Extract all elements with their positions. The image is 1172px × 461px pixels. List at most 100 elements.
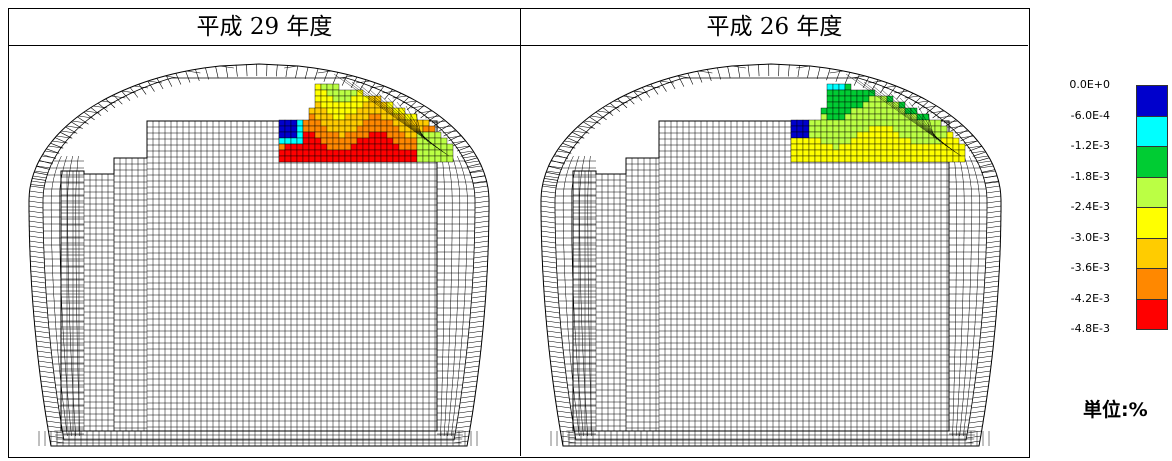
contour-cell [308, 155, 316, 163]
contour-cell [302, 143, 310, 151]
legend-color-swatch [1136, 115, 1168, 147]
contour-cell [790, 143, 798, 151]
contour-cell [850, 149, 858, 157]
contour-cell [820, 143, 828, 151]
contour-cell [356, 113, 364, 121]
contour-cell [796, 137, 804, 145]
contour-cell [308, 131, 316, 139]
contour-cell [320, 83, 328, 91]
contour-cell [416, 137, 424, 145]
contour-cell [832, 95, 840, 103]
contour-region [790, 73, 966, 163]
contour-cell [850, 155, 858, 163]
contour-cell [404, 155, 412, 163]
contour-cell [904, 119, 912, 127]
contour-cell [790, 149, 798, 157]
contour-cell [874, 137, 882, 145]
contour-cell [808, 119, 816, 127]
contour-cell [898, 131, 906, 139]
contour-cell [832, 149, 840, 157]
contour-cell [374, 149, 382, 157]
contour-cell [898, 137, 906, 145]
mesh-lines [28, 63, 490, 447]
contour-cell [880, 131, 888, 139]
unit-label: 単位:% [1083, 399, 1148, 421]
contour-cell [350, 143, 358, 151]
contour-cell [362, 149, 370, 157]
contour-cell [886, 143, 894, 151]
contour-cell [862, 107, 870, 115]
contour-cell [826, 83, 834, 91]
contour-cell [808, 125, 816, 133]
contour-cell [904, 137, 912, 145]
contour-cell [892, 143, 900, 151]
contour-cell [290, 125, 298, 133]
contour-cell [850, 89, 858, 97]
legend-color-swatch [1136, 85, 1168, 117]
contour-cell [440, 143, 448, 151]
contour-cell [856, 113, 864, 121]
contour-cell [410, 143, 418, 151]
contour-cell [326, 149, 334, 157]
contour-cell [952, 137, 960, 145]
panel-h29-mesh [9, 46, 521, 456]
contour-cell [332, 143, 340, 151]
contour-cell [916, 155, 924, 163]
contour-cell [344, 125, 352, 133]
contour-cell [958, 143, 966, 151]
contour-cell [290, 131, 298, 139]
contour-cell [892, 149, 900, 157]
invert-elements [38, 430, 478, 446]
contour-cell [296, 149, 304, 157]
contour-cell [332, 95, 340, 103]
contour-cell [886, 149, 894, 157]
contour-cell [284, 149, 292, 157]
contour-cell [392, 143, 400, 151]
contour-cell [904, 131, 912, 139]
contour-cell [332, 155, 340, 163]
contour-cell [374, 137, 382, 145]
contour-cell [446, 155, 454, 163]
contour-cell [790, 155, 798, 163]
contour-cell [958, 155, 966, 163]
contour-cell [296, 131, 304, 139]
contour-cell [320, 95, 328, 103]
tunnel-inner-lining [554, 77, 988, 441]
contour-cell [874, 107, 882, 115]
contour-cell [880, 155, 888, 163]
contour-cell [916, 137, 924, 145]
contour-cell [350, 125, 358, 133]
contour-cell [302, 155, 310, 163]
contour-cell [284, 143, 292, 151]
contour-cell [392, 155, 400, 163]
fem-mesh-diagram-h29 [28, 63, 490, 447]
contour-cell [946, 149, 954, 157]
contour-cell [832, 101, 840, 109]
contour-cell [356, 101, 364, 109]
contour-cell [284, 155, 292, 163]
contour-cell [362, 113, 370, 121]
contour-cell [398, 137, 406, 145]
contour-cell [284, 137, 292, 145]
contour-cell [338, 137, 346, 145]
contour-cell [934, 149, 942, 157]
contour-cell [320, 89, 328, 97]
contour-cell [392, 137, 400, 145]
contour-cell [808, 149, 816, 157]
contour-cell [892, 137, 900, 145]
contour-cell [886, 137, 894, 145]
contour-cell [826, 143, 834, 151]
contour-cell [362, 101, 370, 109]
contour-cell [934, 125, 942, 133]
contour-cell [338, 119, 346, 127]
contour-cell [278, 149, 286, 157]
contour-cell [898, 143, 906, 151]
contour-cell [332, 125, 340, 133]
contour-cell [880, 143, 888, 151]
contour-cell [802, 149, 810, 157]
contour-cell [290, 155, 298, 163]
contour-cell [350, 131, 358, 139]
legend-color-swatch [1136, 207, 1168, 239]
contour-cell [278, 137, 286, 145]
contour-cell [332, 83, 340, 91]
